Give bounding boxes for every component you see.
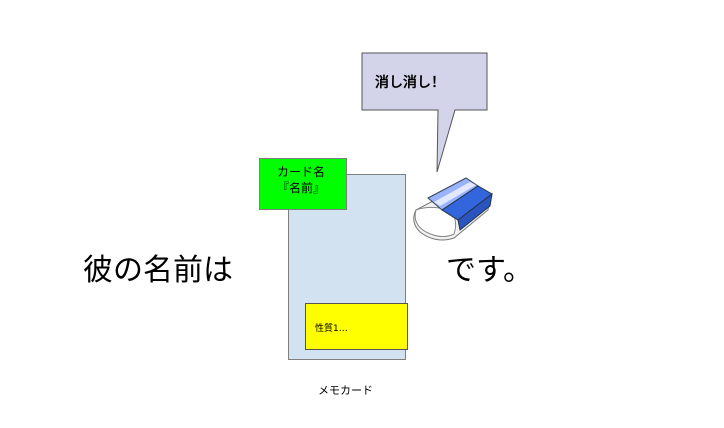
memo-card-caption: メモカード <box>318 384 373 397</box>
attribute-box: 性質1… <box>305 303 408 350</box>
card-name-value: 『名前』 <box>277 181 326 195</box>
eraser-icon <box>413 177 493 241</box>
sentence-before: 彼の名前は <box>83 253 233 288</box>
sentence-after: です。 <box>446 253 533 288</box>
card-name-label: カード名 <box>277 165 326 179</box>
card-name-tag: カード名 『名前』 <box>259 158 347 210</box>
speech-bubble-text: 消し消し！ <box>375 75 445 91</box>
